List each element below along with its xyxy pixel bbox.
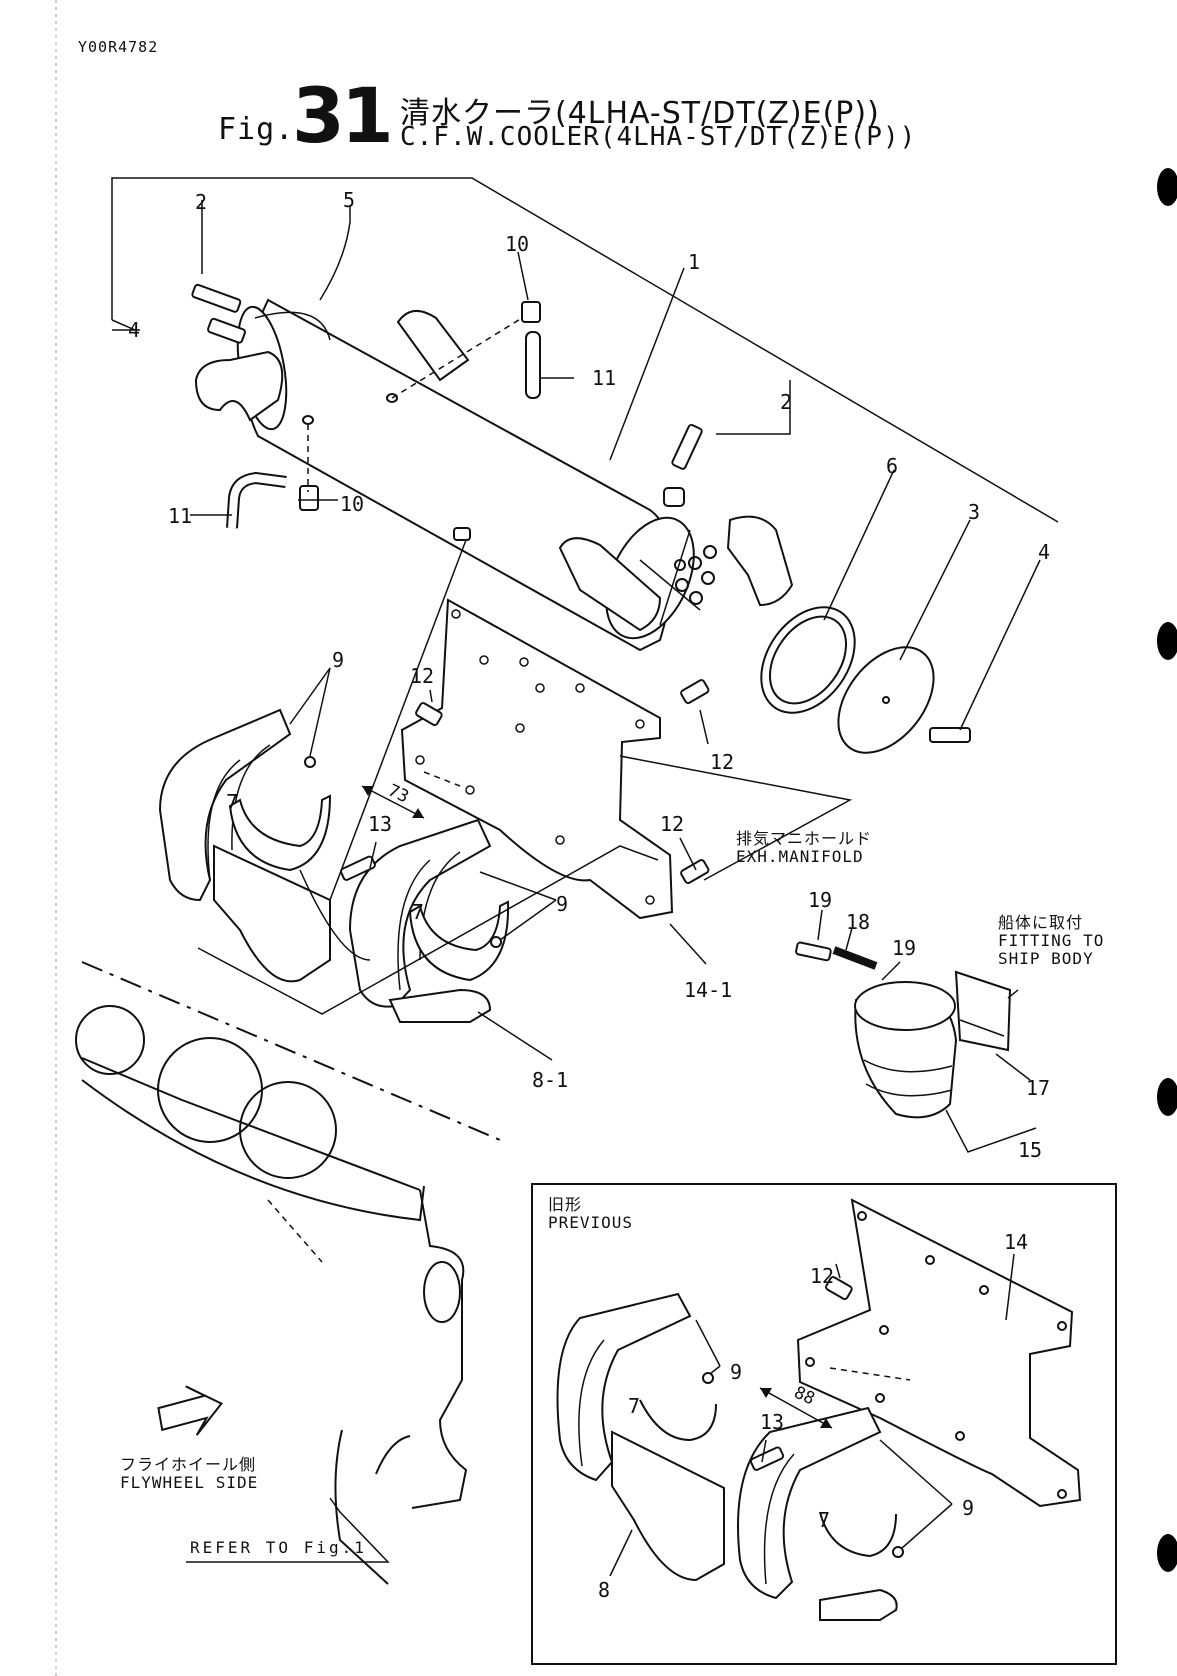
previous-label: 旧形 PREVIOUS <box>548 1196 633 1232</box>
callout-11-top: 11 <box>592 366 616 390</box>
callout-19-left: 19 <box>808 888 832 912</box>
flywheel-side-note: フライホイール側 FLYWHEEL SIDE <box>120 1456 258 1492</box>
flywheel-side-arrow <box>153 1379 228 1444</box>
punch-hole-1 <box>1157 168 1177 206</box>
ship-body-en-2: SHIP BODY <box>998 950 1104 968</box>
callout-9-left: 9 <box>332 648 344 672</box>
previous-callout-7-right: 7 <box>818 1508 830 1532</box>
bolt-2-top <box>192 284 242 313</box>
callout-1: 1 <box>688 250 700 274</box>
flywheel-side-en: FLYWHEEL SIDE <box>120 1474 258 1492</box>
saddle-7-left <box>230 796 330 870</box>
callout-10-bottom: 10 <box>340 492 364 516</box>
fitting-10-bottom <box>300 486 318 510</box>
callout-15: 15 <box>1018 1138 1042 1162</box>
callout-13: 13 <box>368 812 392 836</box>
callout-19-right: 19 <box>892 936 916 960</box>
callout-12-left: 12 <box>410 664 434 688</box>
ship-body-jp: 船体に取付 <box>998 914 1104 932</box>
refer-to-fig-1: REFER TO Fig.1 <box>190 1538 367 1557</box>
exhaust-manifold-jp: 排気マニホールド <box>736 830 872 848</box>
callout-7-right: 7 <box>412 900 424 924</box>
bolt-2-right <box>671 424 702 470</box>
previous-callout-8: 8 <box>598 1578 610 1602</box>
pin-18 <box>834 950 876 966</box>
ship-body-en-1: FITTING TO <box>998 932 1104 950</box>
callout-9-right: 9 <box>556 892 568 916</box>
callout-18: 18 <box>846 910 870 934</box>
callout-6: 6 <box>886 454 898 478</box>
bolt-4-right <box>930 728 970 742</box>
callout-2-right: 2 <box>780 390 792 414</box>
previous-label-jp: 旧形 <box>548 1196 633 1214</box>
flywheel-side-jp: フライホイール側 <box>120 1456 258 1474</box>
callout-17: 17 <box>1026 1076 1050 1100</box>
callout-14-1: 14-1 <box>684 978 732 1002</box>
exhaust-manifold-en: EXH.MANIFOLD <box>736 848 872 866</box>
punch-hole-4 <box>1157 1534 1177 1572</box>
callout-2-top: 2 <box>195 190 207 214</box>
punch-hole-3 <box>1157 1078 1177 1116</box>
previous-callout-9-top: 9 <box>730 1360 742 1384</box>
callout-11-bottom: 11 <box>168 504 192 528</box>
callout-7-left: 7 <box>226 790 238 814</box>
expansion-tank-15 <box>855 982 956 1117</box>
ship-body-note: 船体に取付 FITTING TO SHIP BODY <box>998 914 1104 968</box>
callout-12-right: 12 <box>710 750 734 774</box>
punch-hole-2 <box>1157 622 1177 660</box>
callout-3: 3 <box>968 500 980 524</box>
callout-8-1: 8-1 <box>532 1068 568 1092</box>
outlet-elbow <box>728 517 792 605</box>
callout-10-top: 10 <box>505 232 529 256</box>
callout-4-right: 4 <box>1038 540 1050 564</box>
bolt-19 <box>796 942 832 961</box>
previous-callout-13: 13 <box>760 1410 784 1434</box>
previous-callout-9-bottom: 9 <box>962 1496 974 1520</box>
previous-callout-12: 12 <box>810 1264 834 1288</box>
top-pipe <box>398 311 468 380</box>
hose-11-top <box>526 332 540 398</box>
previous-callout-7-left: 7 <box>628 1394 640 1418</box>
previous-callout-14: 14 <box>1004 1230 1028 1254</box>
callout-12-lower: 12 <box>660 812 684 836</box>
callout-4-top: 4 <box>128 318 140 342</box>
bracket-17 <box>956 972 1010 1050</box>
callout-5: 5 <box>343 188 355 212</box>
previous-label-en: PREVIOUS <box>548 1214 633 1232</box>
exhaust-manifold-note: 排気マニホールド EXH.MANIFOLD <box>736 830 872 866</box>
fitting-10-top <box>522 302 540 322</box>
